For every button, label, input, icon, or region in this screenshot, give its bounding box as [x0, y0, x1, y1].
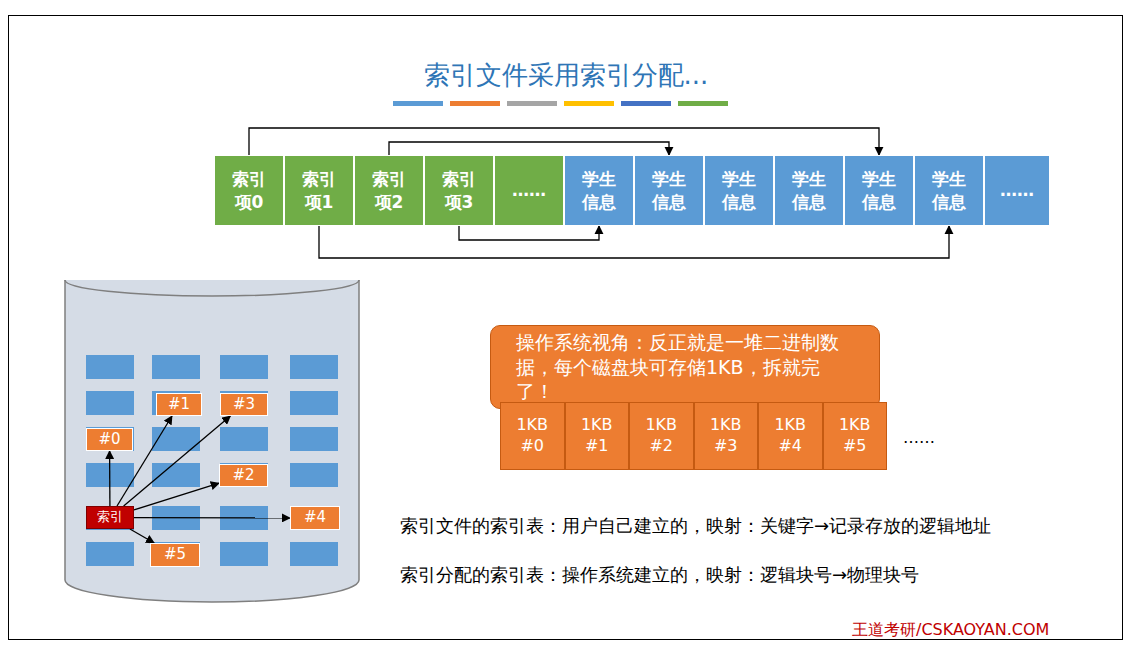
pointer-arrow [130, 529, 154, 543]
node-text: #2 [232, 466, 254, 486]
disk-block [152, 355, 200, 379]
node-text: 1KB #2 [642, 415, 681, 457]
node-text: 操作系统视角：反正就是一堆二进制数据，每个磁盘块可存储1KB，拆就完了！ [516, 330, 854, 404]
disk-block [220, 391, 268, 415]
index-entry: 索引项0 [214, 155, 284, 226]
disk-cylinder [65, 280, 359, 602]
node-text: 学生信息 [790, 168, 828, 212]
disk-block [220, 427, 268, 451]
record-cell: 学生信息 [564, 155, 634, 226]
node-text: 索引项2 [370, 168, 408, 212]
index-entry: 索引项1 [284, 155, 354, 226]
disk-block [220, 463, 268, 487]
node-text: …… [1000, 179, 1034, 201]
disk-block [290, 463, 338, 487]
ellipsis-cell: …… [494, 155, 564, 226]
physical-block: 1KB #4 [758, 402, 823, 470]
note: 索引分配的索引表：操作系统建立的，映射：逻辑块号→物理块号 [400, 563, 919, 587]
index-block: 索引 [86, 506, 134, 529]
disk-block-used: #1 [156, 393, 202, 416]
record-cell: 学生信息 [914, 155, 984, 226]
index-entry: 索引项2 [354, 155, 424, 226]
node-text: #0 [98, 430, 120, 450]
node-text: 学生信息 [580, 168, 618, 212]
ellipsis: …… [903, 428, 935, 447]
node-text: #4 [304, 508, 326, 528]
node-text: 索引项0 [230, 168, 268, 212]
disk-block [290, 355, 338, 379]
record-cell: 学生信息 [774, 155, 844, 226]
frame [9, 16, 1123, 640]
disk-block [290, 427, 338, 451]
pointer-arrow [134, 483, 219, 510]
record-cell: 学生信息 [844, 155, 914, 226]
node-text: 索引项1 [300, 168, 338, 212]
watermark: 王道考研/CSKAOYAN.COM [852, 620, 1049, 641]
title: 索引文件采用索引分配... [0, 58, 1132, 93]
pointer-arrow [319, 226, 949, 258]
node-text: 1KB #1 [578, 415, 617, 457]
disk-block [220, 542, 268, 566]
disk-block [220, 355, 268, 379]
disk-block [86, 391, 134, 415]
node-text: #3 [233, 395, 255, 415]
physical-block: 1KB #1 [565, 402, 630, 470]
record-cell: 学生信息 [704, 155, 774, 226]
physical-block: 1KB #3 [694, 402, 759, 470]
physical-block: 1KB #2 [629, 402, 694, 470]
node-text: 1KB #4 [771, 415, 810, 457]
disk-block-used: #5 [150, 543, 200, 567]
disk-block-used: #2 [219, 464, 268, 487]
pointer-arrow [459, 226, 599, 240]
disk-block-used: #4 [290, 506, 340, 530]
node-text: 1KB #3 [707, 415, 746, 457]
node-text: 1KB #5 [836, 415, 875, 457]
pointer-arrow [134, 517, 290, 519]
disk-block [86, 427, 134, 451]
physical-block: 1KB #0 [500, 402, 565, 470]
disk-block [86, 355, 134, 379]
node-text: …… [512, 179, 546, 201]
pointer-arrow [124, 416, 231, 506]
physical-block: 1KB #5 [823, 402, 888, 470]
record-cell: 学生信息 [634, 155, 704, 226]
node-text: 索引项3 [440, 168, 478, 212]
node-text: #1 [168, 395, 190, 415]
node-text: #5 [164, 545, 186, 565]
disk-block [290, 542, 338, 566]
disk-block [86, 506, 134, 530]
node-text: 学生信息 [650, 168, 688, 212]
title-bars [393, 101, 728, 106]
node-text: 学生信息 [930, 168, 968, 212]
disk-block [152, 463, 200, 487]
note: 索引文件的索引表：用户自己建立的，映射：关键字→记录存放的逻辑地址 [400, 514, 991, 538]
node-text: 索引 [97, 509, 123, 526]
disk-block [86, 542, 134, 566]
pointer-arrow [249, 128, 879, 155]
node-text: 学生信息 [860, 168, 898, 212]
pointer-arrow [109, 451, 111, 506]
disk-block-used: #3 [220, 393, 268, 416]
node-text: 学生信息 [720, 168, 758, 212]
callout: 操作系统视角：反正就是一堆二进制数据，每个磁盘块可存储1KB，拆就完了！ [490, 325, 880, 409]
disk-block-used: #0 [86, 428, 133, 451]
ellipsis-cell: …… [984, 155, 1050, 226]
index-entry: 索引项3 [424, 155, 494, 226]
disk-block [290, 391, 338, 415]
pointer-arrow [389, 142, 669, 155]
node-text: 1KB #0 [513, 415, 552, 457]
